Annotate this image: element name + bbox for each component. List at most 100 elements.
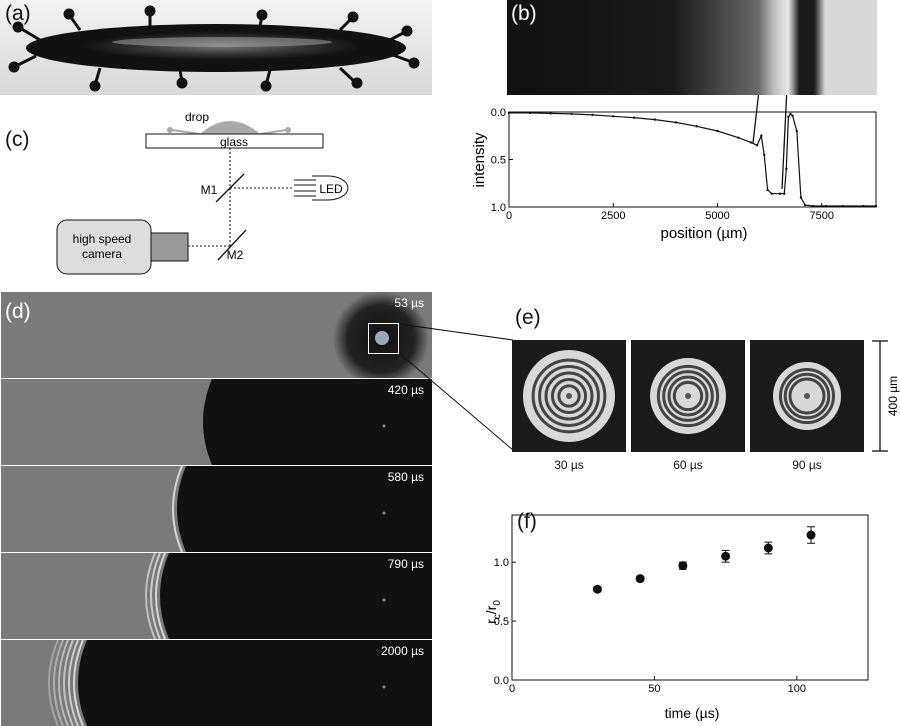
chart-b-point [791, 114, 794, 117]
panel-label-d: (d) [5, 300, 31, 323]
zoom-lines [398, 323, 514, 451]
frame-time-label: 2000 µs [381, 644, 424, 658]
scale-bar: 400 µm [872, 340, 900, 452]
chart-b-point [507, 111, 511, 115]
frame-time-label: 790 µs [387, 557, 424, 571]
chart-b-point [749, 141, 753, 144]
chart-f-xtick-label: 50 [648, 683, 660, 695]
chart-b-point [778, 192, 782, 195]
chart-b-point [716, 129, 719, 133]
chart-b-point [824, 204, 828, 208]
chart-b-xlabel: position (µm) [661, 225, 748, 242]
chart-b-point [766, 188, 769, 192]
inset-image-0 [512, 340, 626, 452]
m1-label: M1 [201, 183, 218, 197]
frame-sequence: 53 µs 420 µs 580 µs 790 µs 2000 µs [0, 292, 433, 726]
chart-f-ytick-label: 0.0 [494, 675, 509, 687]
chart-f-ytick-label: 0.5 [494, 616, 509, 628]
zoom-box [368, 323, 399, 354]
chart-b-ytick-label: 0.0 [491, 107, 506, 119]
chart-b-frame [508, 111, 877, 208]
chart-b-point [862, 204, 865, 208]
led-icon [294, 175, 349, 201]
chart-b-point [549, 112, 552, 115]
chart-f-xtick-label: 100 [788, 683, 806, 695]
chart-b-point [570, 112, 573, 116]
chart-f-xlabel: time (µs) [665, 705, 720, 721]
chart-b-xtick-label: 7500 [810, 210, 834, 222]
frame-time-label: 580 µs [387, 470, 424, 484]
camera-label-2: camera [82, 247, 122, 261]
chart-b-ylabel: intensity [471, 132, 488, 188]
chart-b-point [755, 144, 759, 147]
chart-b-point [803, 203, 807, 207]
chart-b-point [841, 204, 844, 208]
chart-b-point [783, 192, 786, 195]
chart-f-ylabel: rc/r0 [483, 600, 503, 624]
chart-b-point [591, 113, 594, 117]
splash-image [0, 0, 432, 95]
chart-f-point [806, 530, 816, 540]
chart-b-point [612, 115, 615, 118]
chart-b-xtick-label: 2500 [601, 210, 625, 222]
chart-b-point [760, 134, 763, 137]
chart-b-series-line [509, 112, 876, 207]
chart-b-point [795, 129, 798, 133]
panel-label-c: (c) [5, 128, 30, 151]
chart-f-frame [511, 514, 869, 681]
chart-b-point [787, 115, 790, 118]
svg-text:rc/r0: rc/r0 [483, 600, 503, 624]
inset-image-1 [631, 340, 745, 452]
chart-f-ytick-label: 1.0 [494, 557, 509, 569]
chart-b-xtick-label: 5000 [705, 210, 729, 222]
panel-label-e: (e) [515, 306, 541, 329]
chart-b-point [528, 111, 532, 115]
scale-bar-label: 400 µm [886, 376, 900, 416]
chart-b-point [812, 204, 815, 208]
frame-time-label: 53 µs [394, 296, 424, 310]
drop-label: drop [185, 110, 209, 124]
chart-f-point [592, 584, 602, 594]
drop-shape [200, 121, 260, 134]
chart-b-point [874, 204, 878, 208]
chart-b-point [737, 136, 740, 139]
frame-3: 790 µs [1, 553, 432, 639]
chart-b-point [674, 121, 678, 124]
camera-icon [56, 219, 189, 275]
panel-label-a: (a) [5, 2, 31, 25]
chart-f-point [763, 543, 773, 553]
inset-caption-60: 60 µs [673, 458, 703, 472]
panel-a-photo [0, 0, 432, 95]
glass-slide [145, 133, 324, 149]
chart-b-xtick-label: 0 [506, 210, 512, 222]
led-label: LED [319, 182, 343, 196]
inset-caption-90: 90 µs [792, 458, 822, 472]
inset-row [512, 340, 867, 457]
pointer-arrows [752, 95, 788, 190]
chart-b-point [695, 125, 698, 128]
inset-image-2 [750, 340, 864, 452]
chart-f-point [635, 574, 645, 584]
chart-b-ytick-label: 0.5 [491, 155, 506, 167]
frame-1: 420 µs [1, 379, 432, 465]
chart-b-point [799, 196, 803, 199]
chart-b-point [763, 153, 766, 156]
chart-b-point [632, 116, 636, 119]
camera-label-1: high speed [73, 232, 132, 246]
chart-b-point [653, 118, 657, 121]
frame-4: 2000 µs [1, 640, 432, 726]
inset-caption-30: 30 µs [554, 458, 584, 472]
m2-label: M2 [227, 248, 244, 262]
chart-b-point [770, 192, 773, 195]
panel-label-b: (b) [511, 2, 537, 25]
frame-0: 53 µs [1, 292, 432, 378]
glass-label: glass [220, 135, 248, 149]
chart-f-point [678, 561, 688, 571]
frame-2: 580 µs [1, 466, 432, 552]
panel-label-f: (f) [517, 510, 537, 533]
setup-schematic: drop glass M1 LED M2 high speed camera [56, 110, 349, 275]
panel-b-image [507, 0, 877, 95]
mirror-m2 [217, 229, 247, 261]
